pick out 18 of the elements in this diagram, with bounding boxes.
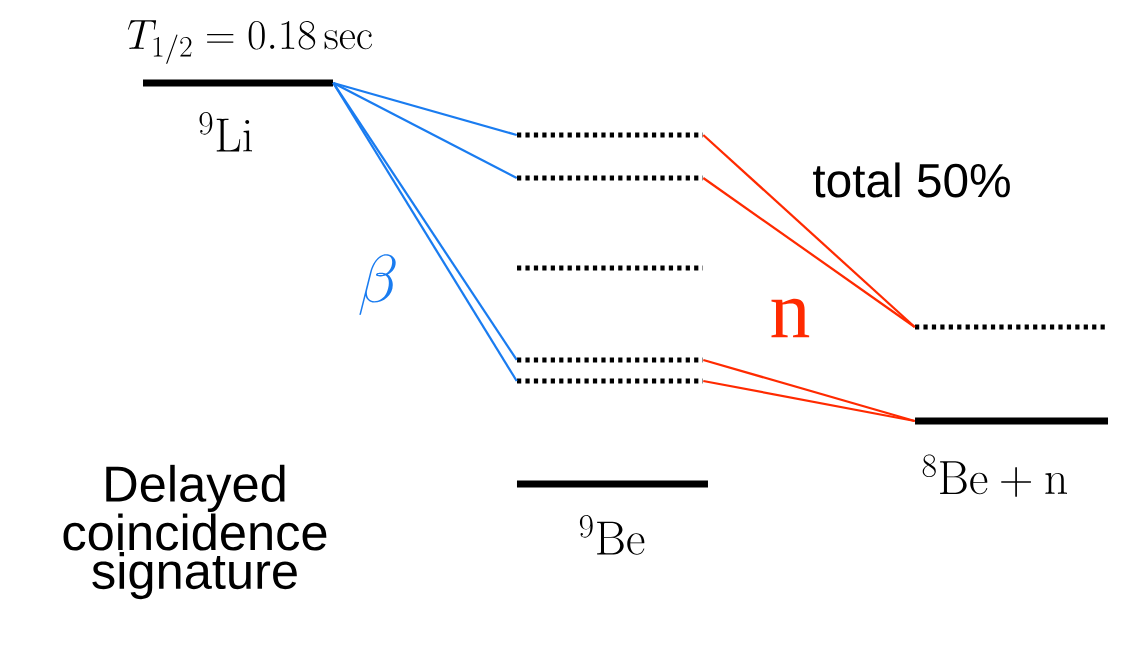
level-label: ${}^{9}\mathrm{Li}$: [199, 112, 252, 152]
energy-level: [915, 417, 1108, 497]
decay-line: [702, 358, 916, 423]
decay-line: [332, 82, 518, 179]
neutron-label: n: [771, 298, 810, 338]
decay-line: [703, 379, 915, 423]
energy-level: [127, 20, 373, 152]
beta-label: $\beta$: [359, 254, 396, 315]
description-text: Delayed coincidence signature: [63, 464, 327, 600]
decay-line: [702, 177, 916, 328]
half-life-label: $T_{1/2} = 0.18\,\mathrm{sec}$: [127, 20, 373, 64]
energy-level: [915, 324, 1105, 330]
branching-label: total 50%: [813, 162, 1010, 198]
level-label: ${}^{9}\mathrm{Be}$: [579, 515, 645, 555]
level-label: ${}^{8}\mathrm{Be} + \mathrm{n}$: [922, 454, 1067, 497]
decay-line: [333, 81, 518, 137]
decay-line: [702, 134, 916, 328]
energy-level: [517, 480, 708, 555]
